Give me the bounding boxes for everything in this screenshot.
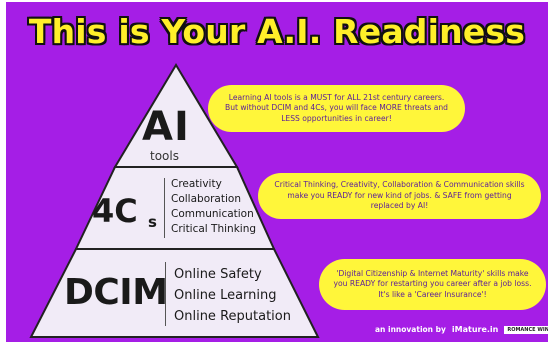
dcim-tier-heading: DCIM <box>64 272 168 313</box>
ai-tier-subheading: tools <box>150 149 179 163</box>
dcim-callout-text: 'Digital Citizenship & Internet Maturity… <box>333 268 532 299</box>
4cs-tier-heading: 4C <box>92 192 138 230</box>
4cs-skill-item: Communication <box>171 208 254 220</box>
page-title: This is Your A.I. Readiness <box>28 12 526 51</box>
infographic-canvas: This is Your A.I. Readiness AI tools 4C … <box>6 2 548 342</box>
4cs-skill-item: Creativity <box>171 178 222 190</box>
pyramid-tier-bottom <box>29 248 320 338</box>
4cs-skill-list: Creativity Collaboration Communication C… <box>171 177 256 237</box>
4cs-skill-item: Collaboration <box>171 193 241 205</box>
ai-callout-text: Learning AI tools is a MUST for ALL 21st… <box>225 92 448 123</box>
dcim-skill-item: Online Reputation <box>174 309 291 324</box>
dcim-skill-item: Online Learning <box>174 288 277 303</box>
4cs-divider <box>164 178 165 238</box>
award-badge: ROMANCE WINNING <box>504 326 548 334</box>
4cs-skill-item: Critical Thinking <box>171 223 257 235</box>
footer-credit: an innovation by iMature.in ROMANCE WINNIN… <box>375 325 548 334</box>
dcim-callout-bubble: 'Digital Citizenship & Internet Maturity… <box>319 259 546 310</box>
4cs-callout-text: Critical Thinking, Creativity, Collabora… <box>274 180 525 211</box>
dcim-skill-item: Online Safety <box>174 267 262 282</box>
4cs-tier-heading-suffix: s <box>148 213 157 231</box>
ai-tier-heading: AI <box>142 104 190 150</box>
ai-callout-bubble: Learning AI tools is a MUST for ALL 21st… <box>208 85 465 132</box>
dcim-divider <box>165 262 166 326</box>
4cs-callout-bubble: Critical Thinking, Creativity, Collabora… <box>258 173 541 219</box>
dcim-skill-list: Online Safety Online Learning Online Rep… <box>174 264 291 327</box>
pyramid-graphic <box>29 63 320 338</box>
brand-logo: iMature.in <box>451 325 499 334</box>
footer-prefix: an innovation by <box>375 325 446 334</box>
